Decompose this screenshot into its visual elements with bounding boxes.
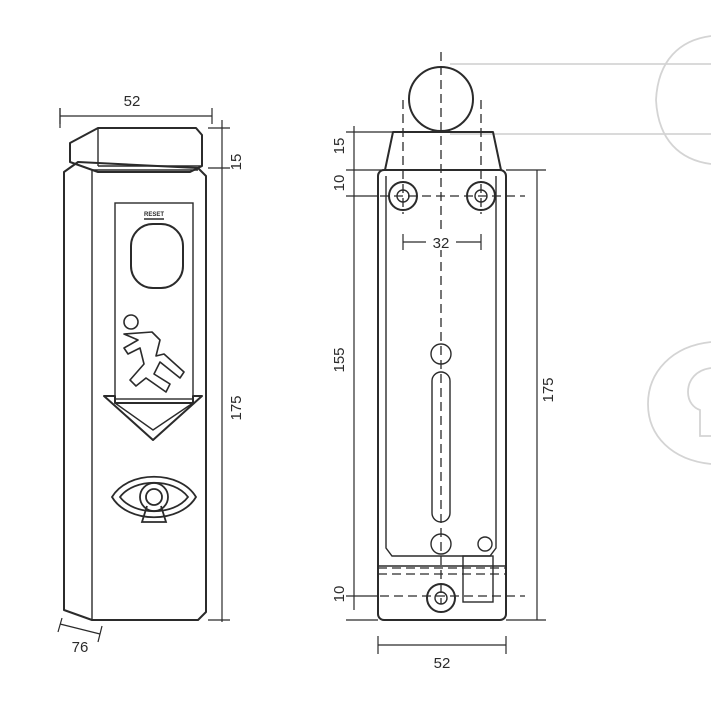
side-body [377, 169, 507, 621]
side-dimensions: 15 10 155 10 32 175 52 [331, 126, 557, 672]
mounting-hole-right [466, 181, 496, 211]
door-handle-icon [450, 35, 711, 465]
reset-button [130, 223, 184, 289]
dim-side-hole-distance: 155 [331, 347, 348, 372]
mounting-hole-bottom [426, 583, 456, 613]
slot-top-hole [430, 343, 452, 365]
mounting-hole-left [388, 181, 418, 211]
label-panel [114, 202, 194, 400]
reset-label: RESET [144, 212, 164, 218]
slot-bottom-hole [430, 533, 452, 555]
dim-side-bottom-offset: 10 [331, 586, 348, 603]
front-dimensions: 52 15 175 76 [57, 93, 245, 656]
dim-side-width: 52 [434, 655, 451, 672]
running-man-exit-icon [123, 314, 185, 393]
down-arrow-icon [103, 395, 203, 441]
dim-side-hole-spacing: 32 [433, 235, 450, 252]
dim-side-cap: 15 [331, 138, 348, 155]
dim-side-top-offset: 10 [331, 175, 348, 192]
front-cap [69, 127, 203, 173]
dim-side-height: 175 [540, 377, 557, 402]
connector-screw [477, 536, 493, 552]
dim-front-width: 52 [124, 93, 141, 110]
center-slot [431, 371, 451, 523]
eye-sensor-icon [110, 476, 198, 523]
dim-front-depth: 76 [72, 639, 89, 656]
front-view: RESET 52 15 [57, 93, 245, 656]
side-view: 15 10 155 10 32 175 52 [331, 52, 557, 672]
dim-front-height: 175 [228, 395, 245, 420]
cable-connector [462, 555, 494, 603]
dim-front-cap: 15 [228, 154, 245, 171]
front-housing [63, 161, 207, 621]
